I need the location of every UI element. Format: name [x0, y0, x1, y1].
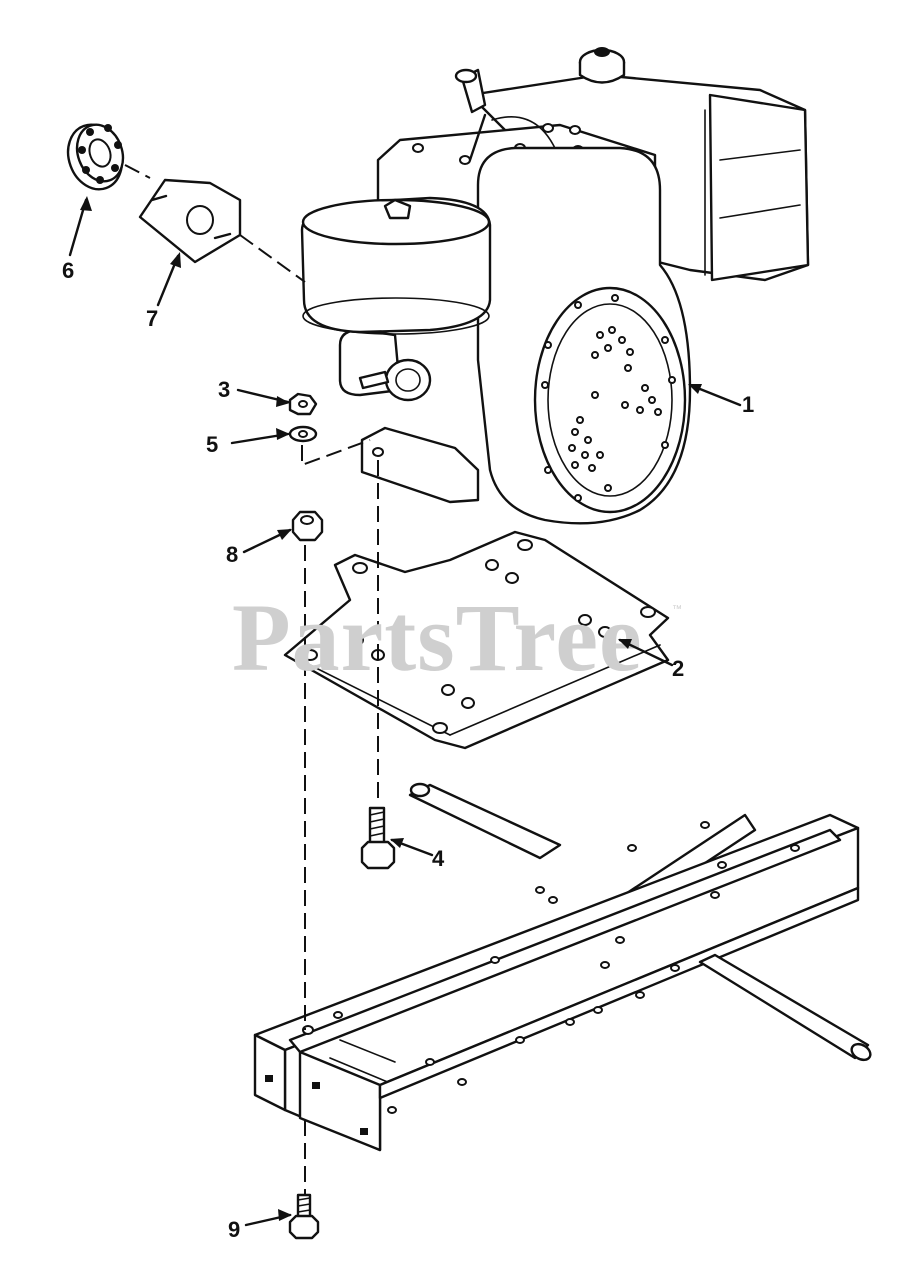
- screen-perforations: [568, 326, 662, 472]
- frame-holes: [265, 821, 800, 1135]
- bolt-9: [288, 1193, 320, 1240]
- watermark-text: PartsTree: [232, 584, 643, 691]
- callout-1-label: 1: [742, 392, 754, 417]
- housing-bolts: [541, 294, 676, 502]
- callout-2-label: 2: [672, 656, 684, 681]
- bearing: [66, 123, 125, 191]
- callout-3-label: 3: [218, 377, 230, 402]
- frame-assembly: [253, 782, 872, 1152]
- nut-3: [288, 392, 318, 416]
- assembly-lines: [124, 164, 379, 1195]
- nut-8: [291, 510, 324, 542]
- callout-8-label: 8: [226, 542, 238, 567]
- callout-5-label: 5: [206, 432, 218, 457]
- callouts: 1 2 3 4 5 6 7 8 9: [62, 196, 754, 1242]
- spacer-plate: [138, 178, 242, 264]
- callout-9-label: 9: [228, 1217, 240, 1242]
- bolt-4: [360, 806, 396, 870]
- watermark-trademark: ™: [672, 604, 682, 615]
- watermark: PartsTree ™: [232, 584, 682, 691]
- mounting-plate: [283, 530, 670, 750]
- plate-holes: [302, 539, 656, 734]
- callout-6-label: 6: [62, 258, 74, 283]
- engine: [300, 47, 810, 525]
- callout-7-label: 7: [146, 306, 158, 331]
- lock-washer-5: [288, 425, 318, 443]
- callout-4-label: 4: [432, 846, 445, 871]
